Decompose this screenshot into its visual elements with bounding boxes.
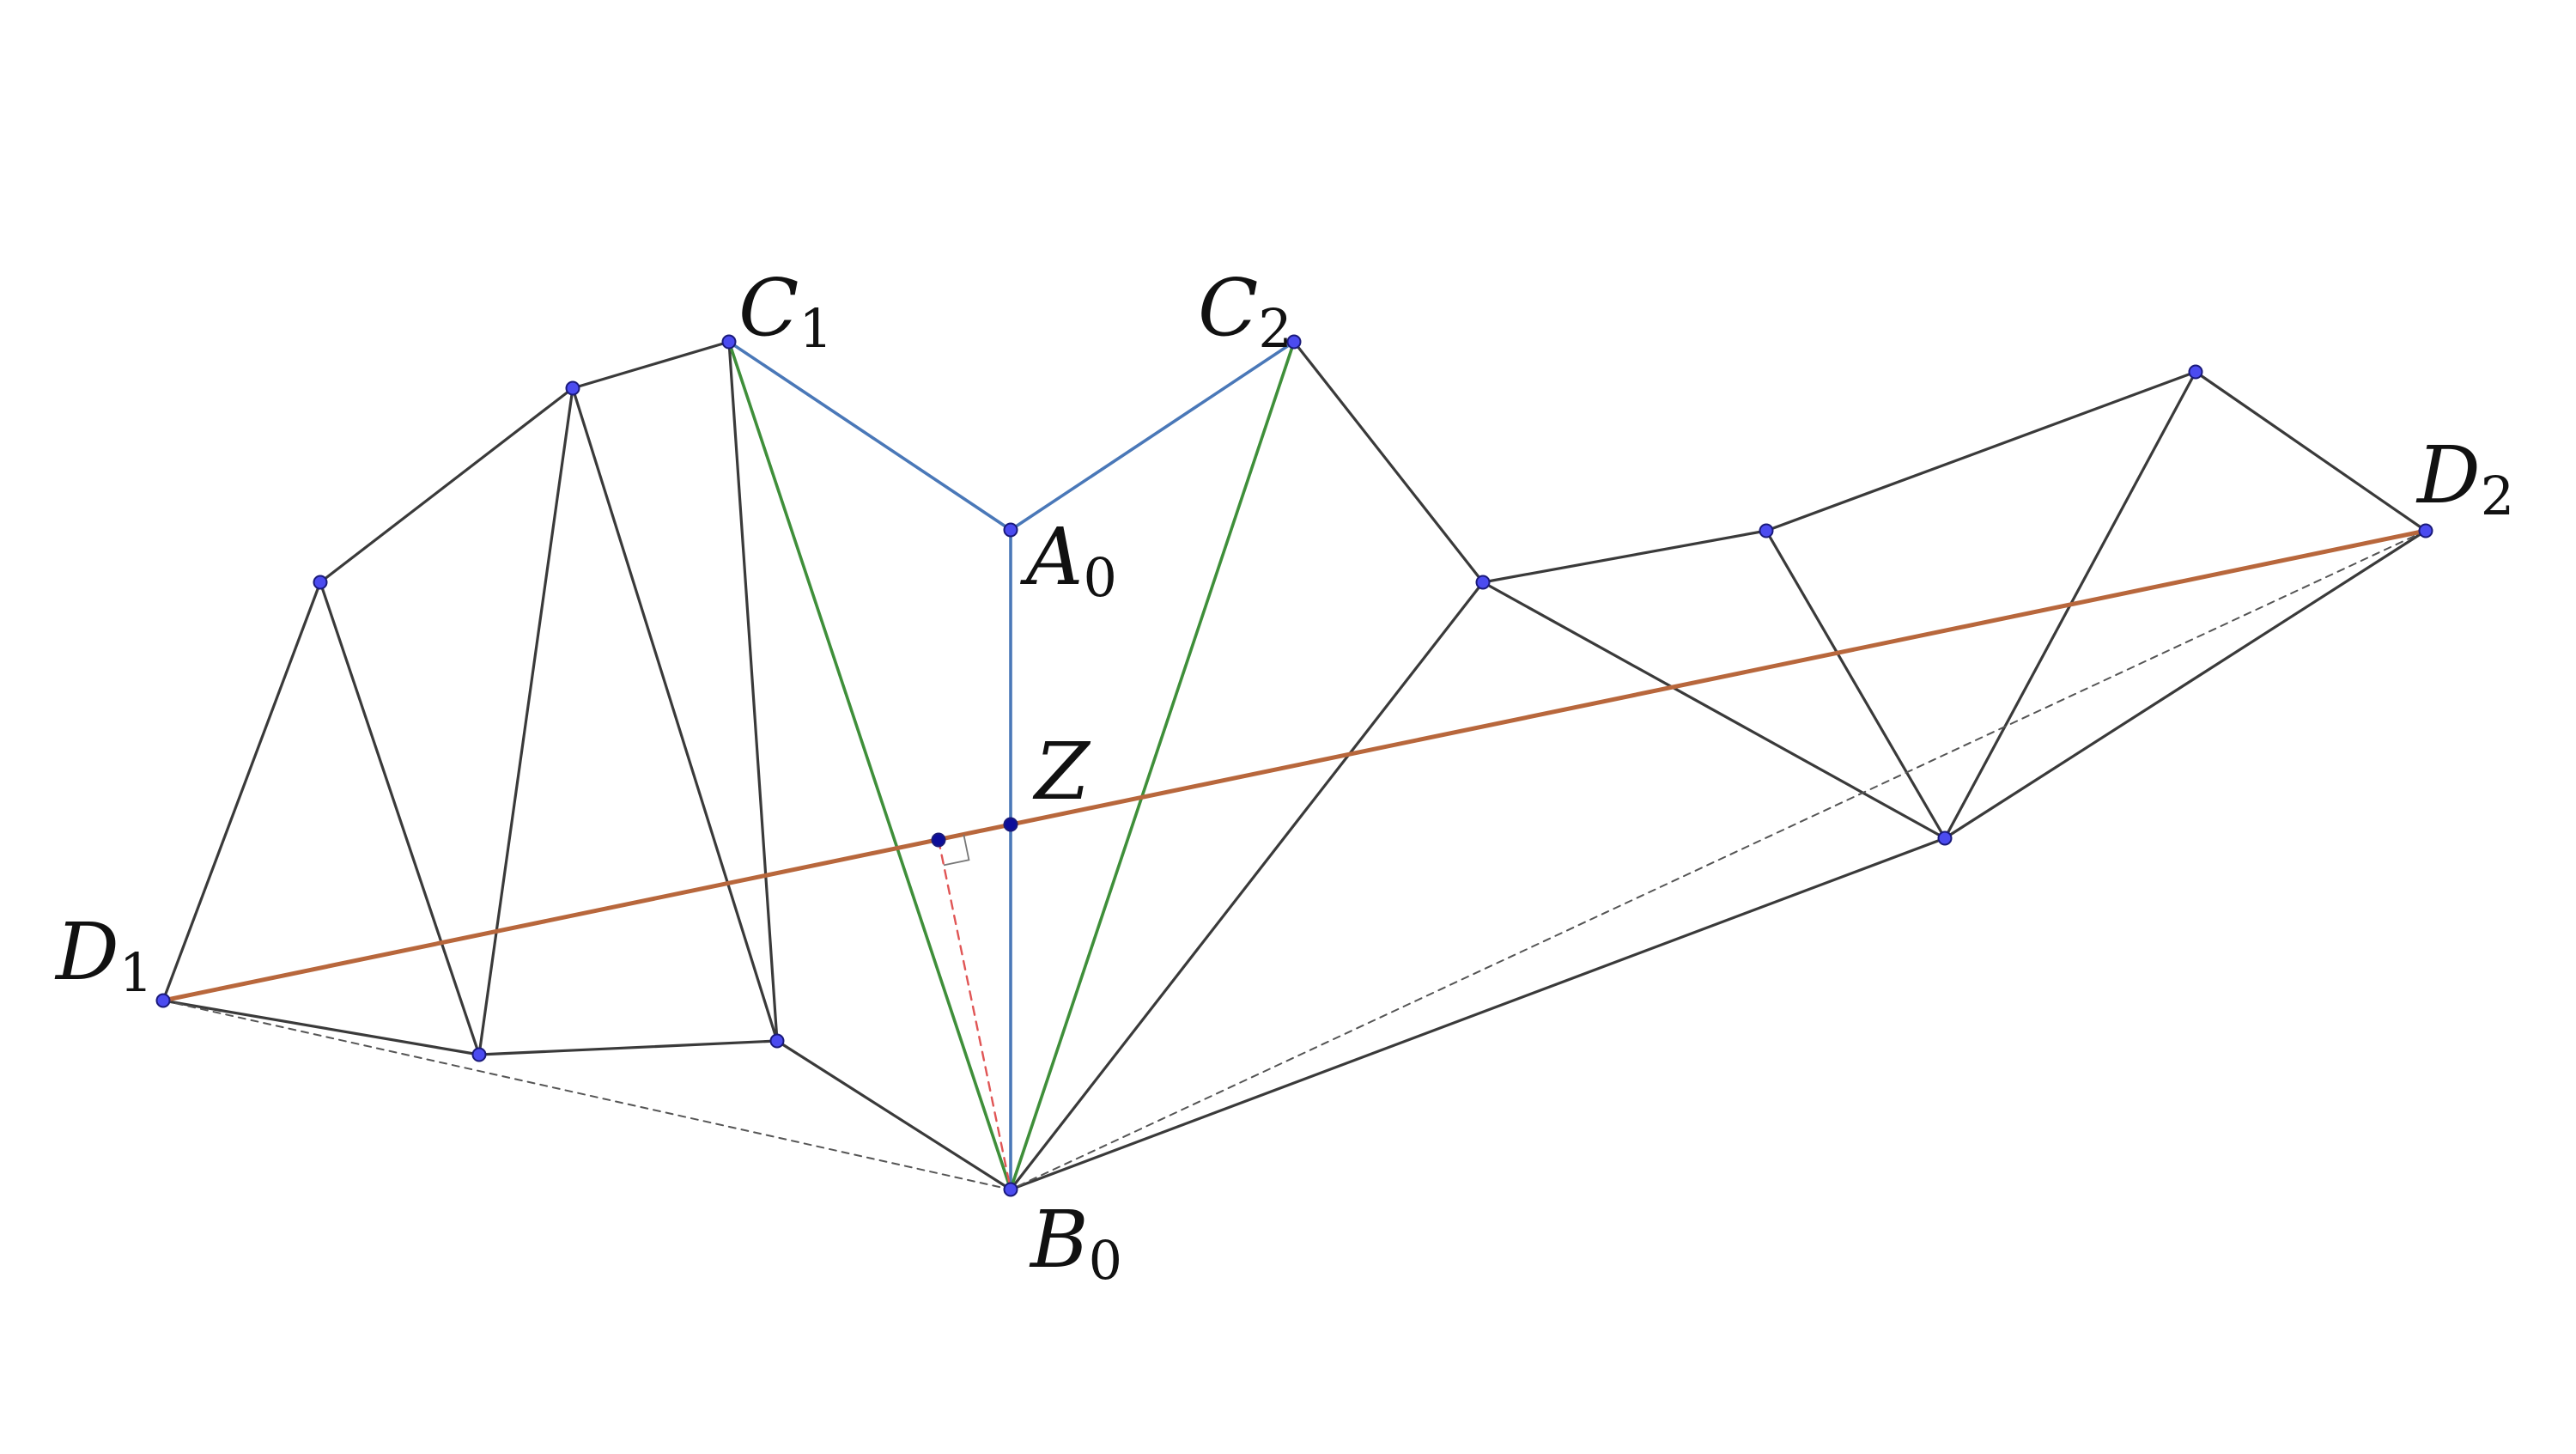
edge-R1-R4 bbox=[1481, 581, 1947, 840]
point-B0 bbox=[1003, 1182, 1018, 1197]
edge-D2-B0 bbox=[1010, 530, 2427, 1190]
edge-L2-B0 bbox=[775, 1039, 1012, 1191]
right-angle-marker bbox=[943, 834, 970, 867]
edge-C1-L2 bbox=[727, 340, 779, 1043]
edge-C1-A0 bbox=[727, 340, 1012, 532]
labels-layer: C1 C2 A0 Z D1 D2 B0 bbox=[54, 262, 2514, 1292]
point-Z bbox=[1003, 817, 1018, 832]
edge-D1-D2 bbox=[161, 528, 2428, 1003]
label-D2: D2 bbox=[2415, 429, 2514, 527]
label-C1: C1 bbox=[738, 262, 833, 360]
point-A0 bbox=[1003, 522, 1018, 538]
edge-R4-B0 bbox=[1009, 837, 1947, 1191]
edge-C2-R1 bbox=[1292, 340, 1485, 584]
edge-P1-L1 bbox=[319, 581, 481, 1056]
point-R4 bbox=[1937, 830, 1953, 846]
point-R2 bbox=[1759, 523, 1774, 538]
edge-P2-C1 bbox=[571, 340, 731, 390]
point-C2 bbox=[1286, 334, 1302, 350]
label-D1: D1 bbox=[54, 906, 153, 1004]
points-layer bbox=[155, 334, 2433, 1197]
edge-F-B0 bbox=[937, 838, 1012, 1191]
label-C2: C2 bbox=[1198, 262, 1292, 360]
point-L1 bbox=[471, 1047, 487, 1062]
edges-layer bbox=[161, 340, 2428, 1191]
edge-R1-R2 bbox=[1481, 529, 1768, 584]
edge-R2-R4 bbox=[1765, 529, 1947, 840]
point-P1 bbox=[313, 575, 328, 590]
edge-C2-B0 bbox=[1009, 340, 1296, 1191]
edge-P1-P2 bbox=[319, 386, 574, 584]
edge-R3-D2 bbox=[2194, 370, 2427, 532]
edge-P2-L2 bbox=[571, 386, 779, 1043]
edge-D2-R4 bbox=[1943, 529, 2427, 840]
edge-D1-L1 bbox=[161, 999, 481, 1056]
edge-L1-L2 bbox=[477, 1039, 779, 1056]
edge-C1-B0 bbox=[727, 340, 1012, 1191]
edge-R2-R3 bbox=[1765, 370, 2197, 532]
edge-A0-C2 bbox=[1009, 340, 1296, 532]
point-P2 bbox=[565, 380, 580, 396]
edge-P2-L1 bbox=[477, 386, 574, 1056]
edge-R1-B0 bbox=[1009, 581, 1485, 1191]
point-R3 bbox=[2188, 364, 2203, 380]
point-F bbox=[931, 832, 946, 848]
edge-D1-B0 bbox=[162, 1000, 1012, 1190]
point-L2 bbox=[769, 1033, 785, 1049]
point-C1 bbox=[721, 334, 737, 350]
label-Z: Z bbox=[1032, 726, 1091, 818]
label-A0: A0 bbox=[1019, 511, 1117, 609]
label-B0: B0 bbox=[1029, 1194, 1122, 1292]
point-R1 bbox=[1475, 575, 1491, 590]
edge-D1-P1 bbox=[161, 581, 322, 1002]
point-D1 bbox=[155, 993, 171, 1008]
point-D2 bbox=[2418, 523, 2433, 538]
